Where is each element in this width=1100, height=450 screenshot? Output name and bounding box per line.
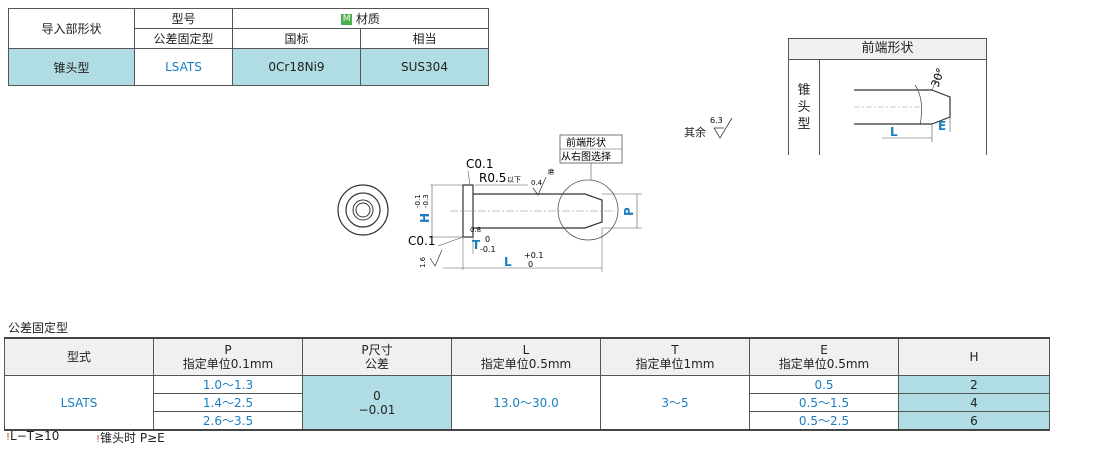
radius-label: R0.5 [479, 171, 506, 185]
radius-suffix: 以下 [507, 176, 521, 184]
col-e-label: E [820, 343, 828, 357]
chamfer-top: C0.1 [466, 157, 493, 171]
p-label: P [622, 207, 636, 216]
col-ptol-label: P尺寸 [361, 343, 393, 357]
cell-ptol-1: 0 [373, 388, 381, 403]
col-ptol: P尺寸公差 [302, 337, 452, 376]
tip-shape-side: 锥 头 型 [789, 60, 820, 155]
header-gb: 国标 [232, 28, 361, 49]
col-p-sub: 指定单位0.1mm [182, 357, 274, 371]
cell-t: 3～5 [600, 375, 750, 431]
col-ptol-sub: 公差 [364, 357, 389, 371]
header-equiv: 相当 [360, 28, 489, 49]
roughness-08: 0.8 [470, 226, 481, 234]
roughness-symbol: 6.3 [710, 116, 733, 139]
tip-shape-title: 前端形状 [789, 39, 986, 60]
note-1-text: L−T≥10 [10, 429, 60, 443]
warning-icon: ! [6, 432, 11, 443]
pin-drawing: 前端形状 从右图选择 C0.1 R0.5 以下 0.4 磨 H -0.1 -0.… [337, 134, 642, 272]
t-tol-2: -0.1 [480, 245, 496, 254]
roughness-04: 0.4 [531, 179, 543, 187]
roughness-04b: 磨 [548, 168, 554, 176]
tip-note-1: 前端形状 [566, 136, 606, 149]
col-h: H [898, 337, 1050, 376]
cell-e-3: 0.5～2.5 [749, 411, 899, 431]
section-title: 公差固定型 [8, 321, 69, 335]
header-material: M 材质 [232, 8, 489, 29]
l-tol-2: 0 [528, 260, 533, 269]
col-l-sub: 指定单位0.5mm [480, 357, 572, 371]
cell-e-1: 0.5 [749, 375, 899, 394]
tip-e: E [938, 119, 946, 133]
cell-p-1: 1.0～1.3 [153, 375, 303, 394]
note-2: !锥头时 P≥E [96, 429, 165, 446]
l-label: L [504, 255, 512, 269]
col-t-label: T [671, 343, 679, 357]
surface-note: 其余 [684, 126, 706, 139]
note-1: !L−T≥10 [6, 429, 59, 443]
tip-shape-drawing: 30° L E [854, 66, 951, 142]
cell-l: 13.0～30.0 [451, 375, 601, 431]
row-model[interactable]: LSATS [134, 48, 233, 86]
roughness-16: 1.6 [419, 256, 427, 268]
col-type: 型式 [4, 337, 154, 376]
cell-ptol: 0−0.01 [302, 375, 452, 431]
tip-shape-box: 前端形状 锥 头 型 30° L E [788, 38, 987, 155]
cell-h-3: 6 [898, 411, 1050, 431]
h-label: H [418, 213, 432, 223]
note-2-text: 锥头时 P≥E [100, 431, 165, 445]
chamfer-bottom: C0.1 [408, 234, 435, 248]
l-tol-1: +0.1 [524, 251, 543, 260]
col-e-sub: 指定单位0.5mm [778, 357, 870, 371]
row-shape: 锥头型 [8, 48, 135, 86]
t-tol-1: 0 [485, 235, 490, 244]
h-tol-2: -0.3 [422, 194, 430, 208]
material-icon: M [341, 14, 353, 25]
cell-type[interactable]: LSATS [4, 375, 154, 431]
tip-l: L [890, 125, 898, 139]
cell-ptol-2: −0.01 [358, 402, 396, 417]
warning-icon: ! [96, 434, 101, 445]
side-char-2: 头 [797, 100, 811, 115]
row-equiv: SUS304 [360, 48, 489, 86]
cell-p-2: 1.4～2.5 [153, 393, 303, 412]
side-char-1: 锥 [797, 83, 811, 98]
header-material-label: 材质 [355, 12, 380, 26]
spec-table: 导入部形状 型号 M 材质 公差固定型 国标 相当 锥头型 LSATS 0Cr1… [8, 8, 489, 86]
col-t-sub: 指定单位1mm [635, 357, 715, 371]
col-l-label: L [522, 343, 530, 357]
col-p-label: P [224, 343, 232, 357]
tip-angle: 30° [929, 66, 948, 89]
row-gb: 0Cr18Ni9 [232, 48, 361, 86]
h-tol-1: -0.1 [414, 194, 422, 208]
tip-note-2: 从右图选择 [561, 150, 611, 163]
roughness-value: 6.3 [710, 116, 723, 125]
t-label: T [472, 238, 481, 252]
header-shape: 导入部形状 [8, 8, 135, 49]
side-char-3: 型 [797, 117, 811, 132]
cell-h-1: 2 [898, 375, 1050, 394]
cell-e-2: 0.5～1.5 [749, 393, 899, 412]
cell-h-2: 4 [898, 393, 1050, 412]
header-model: 型号 [134, 8, 233, 29]
header-tolerance: 公差固定型 [134, 28, 233, 49]
cell-p-3: 2.6～3.5 [153, 411, 303, 431]
